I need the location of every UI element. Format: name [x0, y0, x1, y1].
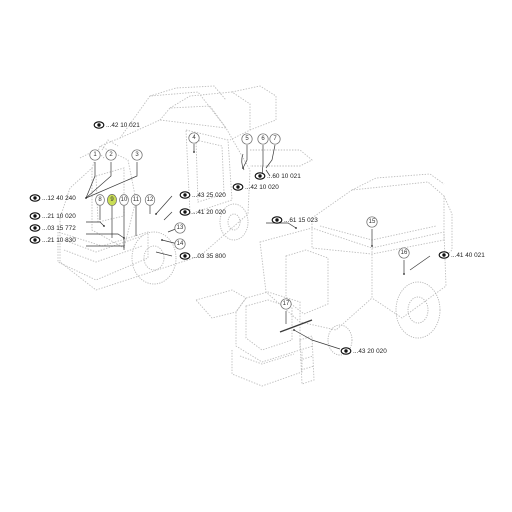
eye-icon	[29, 212, 41, 220]
svg-text:7: 7	[273, 136, 277, 142]
callout-4[interactable]: 4	[188, 132, 200, 144]
eye-icon	[179, 252, 191, 260]
ref-12-40-240[interactable]: ...12 40 240	[29, 194, 76, 202]
ref-42-10-020[interactable]: ...42 10 020	[232, 183, 279, 191]
callout-8[interactable]: 8	[95, 194, 105, 206]
svg-text:...21 10 020: ...21 10 020	[42, 213, 76, 220]
eye-icon	[232, 183, 244, 191]
callout-5[interactable]: 5	[241, 133, 253, 145]
eye-icon	[254, 172, 266, 180]
svg-text:12: 12	[147, 197, 154, 203]
callout-3[interactable]: 3	[131, 149, 143, 161]
part-5-hose	[241, 153, 245, 171]
callout-17[interactable]: 17	[280, 298, 292, 310]
svg-text:5: 5	[245, 136, 249, 142]
ref-21-10-020[interactable]: ...21 10 020	[29, 212, 76, 220]
callout-9[interactable]: 9	[107, 194, 117, 206]
eye-icon	[29, 224, 41, 232]
svg-text:4: 4	[192, 135, 196, 141]
svg-text:...03 15 772: ...03 15 772	[42, 225, 76, 232]
svg-text:14: 14	[177, 241, 184, 247]
svg-text:...12 40 240: ...12 40 240	[42, 195, 76, 202]
eye-icon	[340, 347, 352, 355]
ref-43-20-020[interactable]: ...43 20 020	[340, 347, 387, 355]
ref-60-10-021[interactable]: ...60 10 021	[254, 172, 301, 180]
svg-text:...21 10 830: ...21 10 830	[42, 237, 76, 244]
ref-61-15-023[interactable]: ...61 15 023	[271, 216, 318, 224]
callout-11[interactable]: 11	[130, 194, 142, 206]
leader-lines	[85, 144, 431, 350]
svg-text:11: 11	[133, 197, 140, 203]
svg-text:...60 10 021: ...60 10 021	[267, 173, 301, 180]
ref-21-10-830[interactable]: ...21 10 830	[29, 236, 76, 244]
svg-text:...43 20 020: ...43 20 020	[353, 348, 387, 355]
eye-icon	[93, 121, 105, 129]
combine-harvester-right-outline	[195, 173, 453, 387]
eye-icon	[438, 251, 450, 259]
callout-16[interactable]: 16	[398, 247, 410, 259]
combine-harvester-right-wheels	[327, 281, 441, 356]
eye-icon	[29, 236, 41, 244]
svg-text:3: 3	[135, 152, 139, 158]
svg-text:...42 10 021: ...42 10 021	[106, 122, 140, 129]
svg-text:2: 2	[109, 152, 113, 158]
ref-41-20-020[interactable]: ...41 20 020	[179, 208, 226, 216]
combine-harvester-left-wheels	[131, 203, 249, 285]
eye-icon	[179, 208, 191, 216]
callout-2[interactable]: 2	[105, 149, 117, 161]
svg-text:...41 40 021: ...41 40 021	[451, 252, 485, 259]
svg-text:6: 6	[261, 136, 265, 142]
svg-text:...03 35 800: ...03 35 800	[192, 253, 226, 260]
svg-text:...42 10 020: ...42 10 020	[245, 184, 279, 191]
svg-text:...61 15 023: ...61 15 023	[284, 217, 318, 224]
ref-03-35-800[interactable]: ...03 35 800	[179, 252, 226, 260]
svg-text:17: 17	[283, 301, 290, 307]
part-17-rod	[279, 319, 313, 333]
eye-icon	[271, 216, 283, 224]
callout-10[interactable]: 10	[119, 194, 129, 206]
ref-43-25-020[interactable]: ...43 25 020	[179, 191, 226, 199]
callout-7[interactable]: 7	[269, 133, 281, 145]
svg-text:15: 15	[369, 219, 376, 225]
callout-6[interactable]: 6	[257, 133, 269, 145]
svg-text:9: 9	[110, 197, 114, 203]
callout-15[interactable]: 15	[366, 216, 378, 228]
connection-dots	[85, 151, 405, 331]
svg-text:13: 13	[177, 225, 184, 231]
callout-1[interactable]: 1	[89, 149, 101, 161]
ref-03-15-772[interactable]: ...03 15 772	[29, 224, 76, 232]
svg-text:1: 1	[93, 152, 97, 158]
ref-42-10-021[interactable]: ...42 10 021	[93, 121, 140, 129]
svg-text:...43 25 020: ...43 25 020	[192, 192, 226, 199]
svg-text:...41 20 020: ...41 20 020	[192, 209, 226, 216]
svg-text:16: 16	[401, 250, 408, 256]
callout-12[interactable]: 12	[144, 194, 156, 206]
callout-13[interactable]: 13	[174, 222, 186, 234]
callout-14[interactable]: 14	[174, 238, 186, 250]
eye-icon	[179, 191, 191, 199]
eye-icon	[29, 194, 41, 202]
svg-text:8: 8	[98, 197, 102, 203]
svg-text:10: 10	[121, 197, 128, 203]
ref-41-40-021[interactable]: ...41 40 021	[438, 251, 485, 259]
